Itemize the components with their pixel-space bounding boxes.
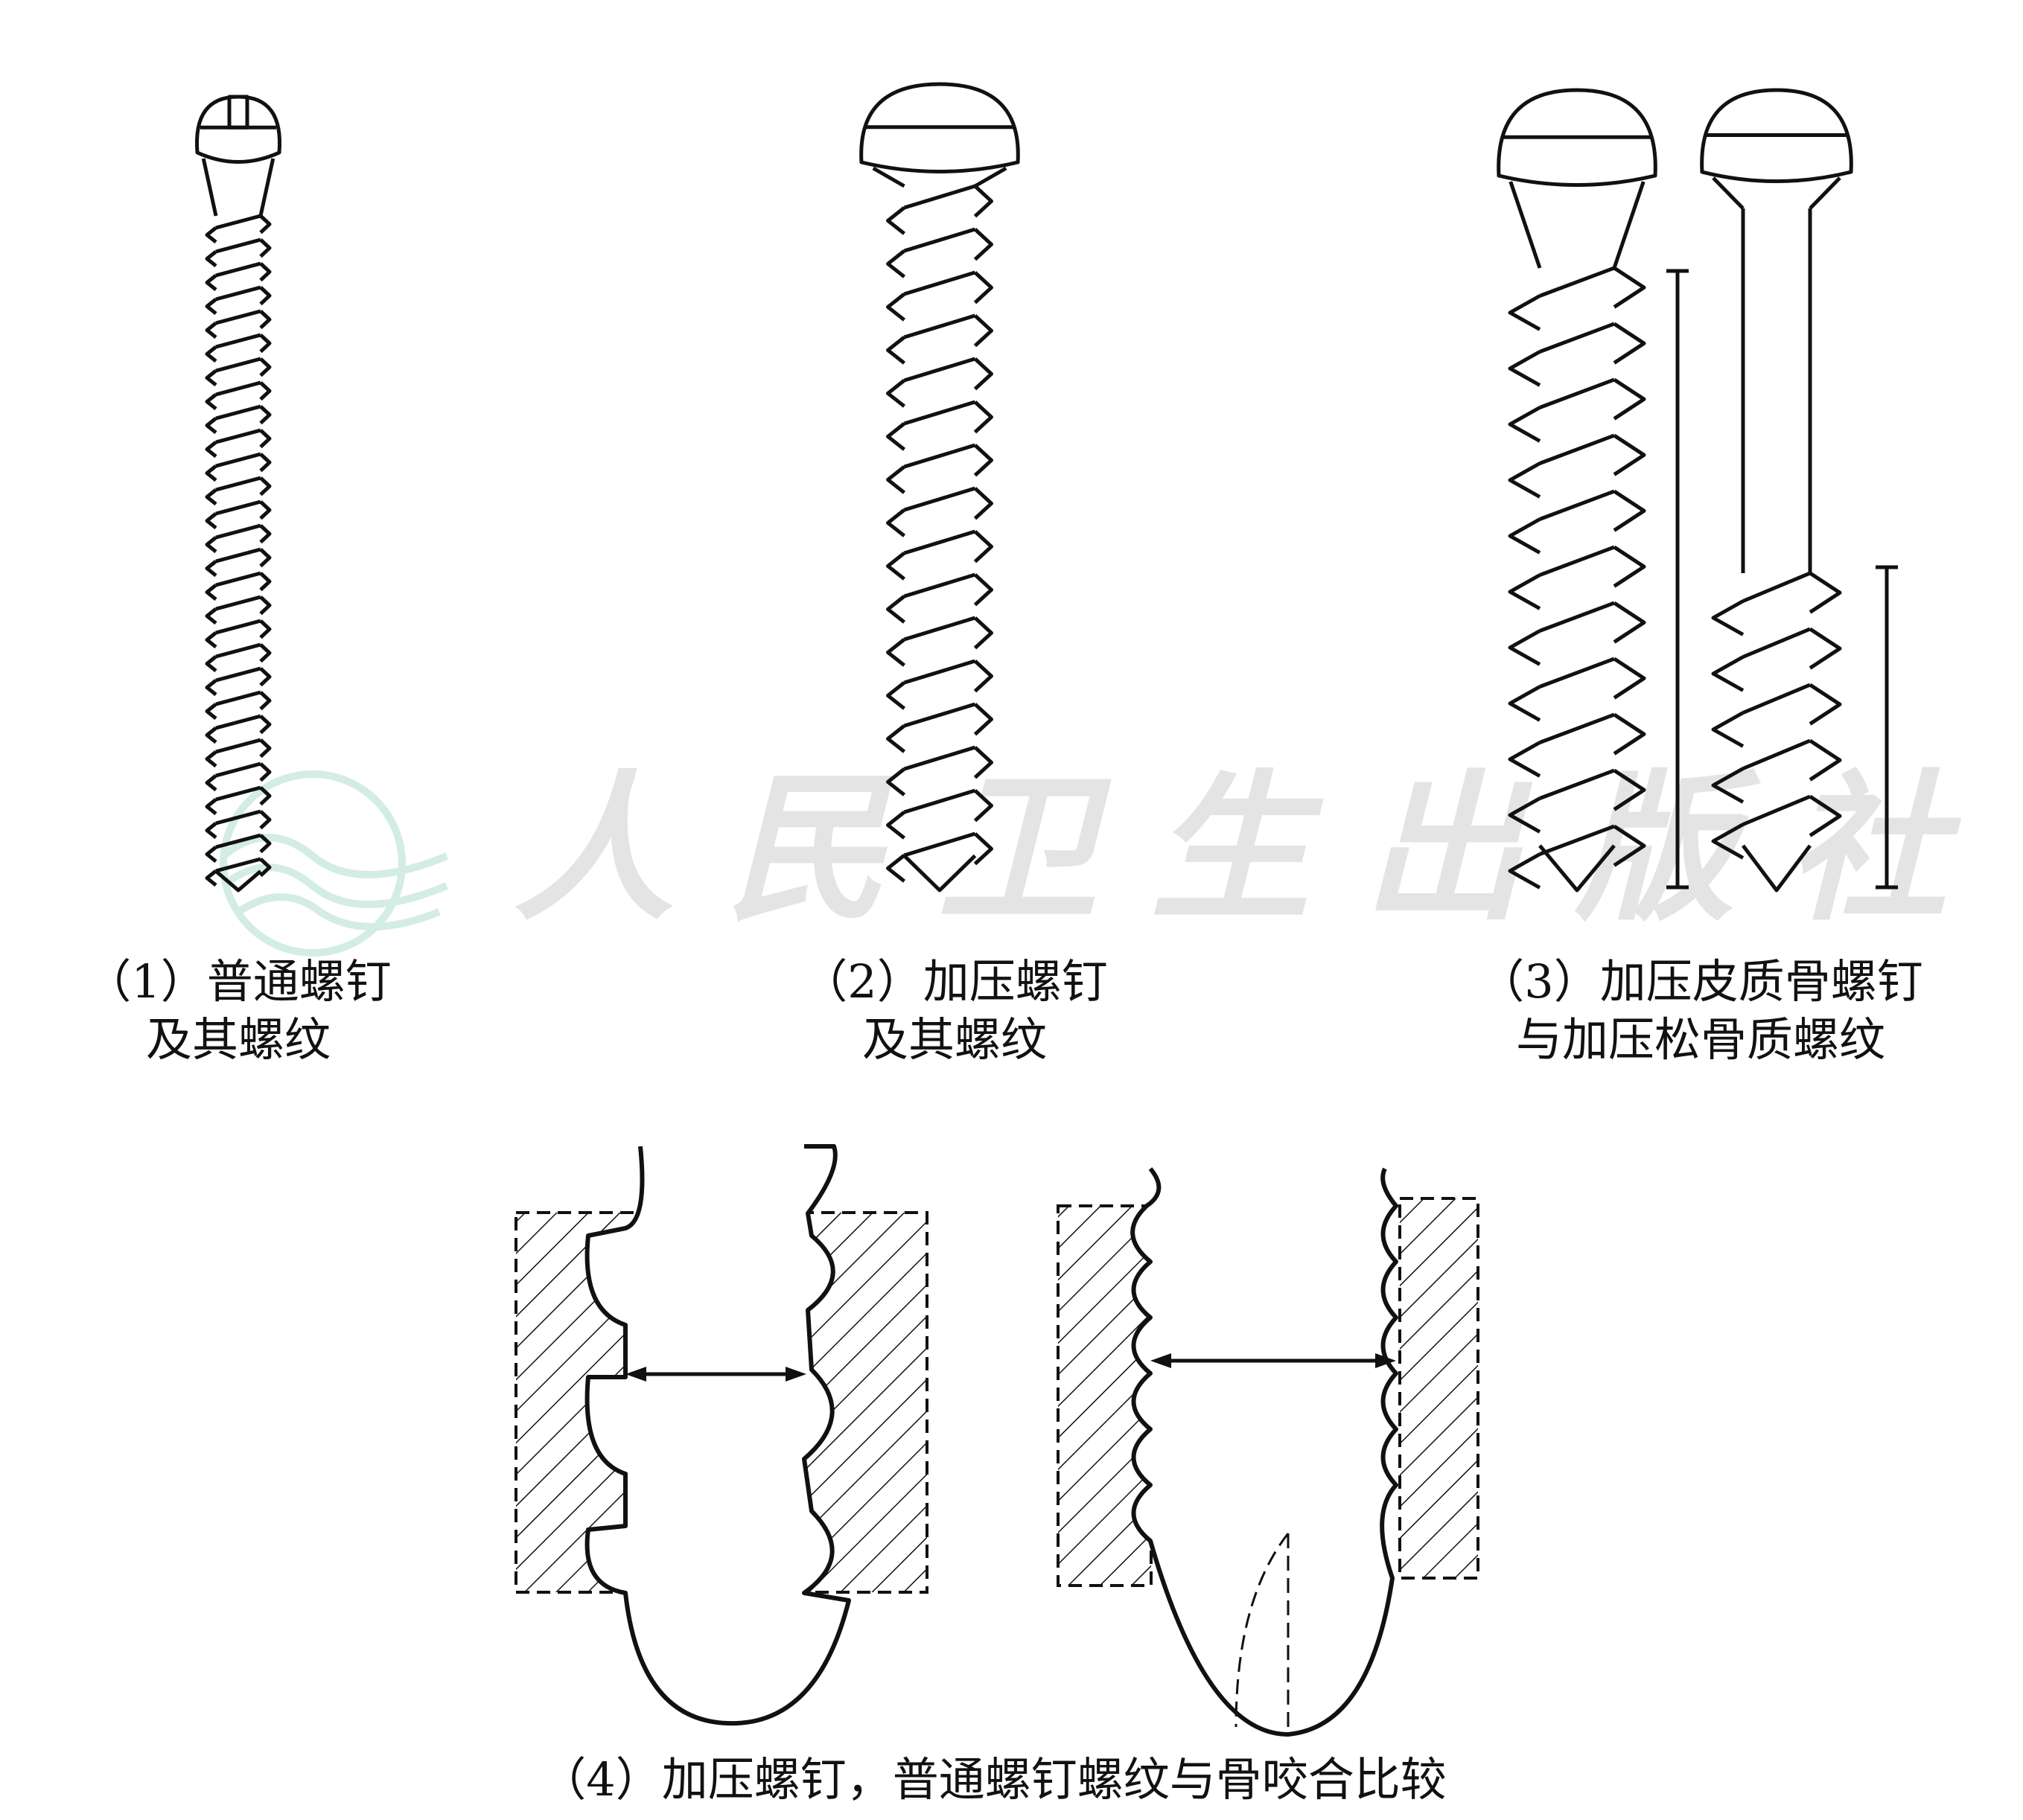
compression-screw-profile [584, 1144, 851, 1726]
screw-profile-fill [1132, 1169, 1396, 1734]
screw-neck [1712, 176, 1841, 210]
ordinary-screw-profile [1130, 1167, 1398, 1737]
screw-3a-cortical [1497, 88, 1657, 893]
screw-tip [1538, 844, 1616, 893]
screw-tip [1742, 844, 1812, 893]
caption-1: （1）普通螺钉 及其螺纹 [85, 953, 391, 1069]
bone-block [1398, 1197, 1479, 1580]
caption-2-line1: （2）加压螺钉 [801, 954, 1108, 1009]
caption-2: （2）加压螺钉 及其螺纹 [801, 953, 1107, 1069]
arrowhead-icon [625, 1367, 806, 1382]
screw-threads [205, 214, 272, 887]
caption-1-line2: 及其螺纹 [145, 1012, 331, 1067]
publisher-logo-icon [220, 770, 448, 957]
screw-neck [872, 166, 1007, 188]
caption-4: （4）加压螺钉，普通螺钉螺纹与骨咬合比较 [540, 1751, 1446, 1809]
screw-neck [1509, 181, 1646, 269]
caption-4-line1: （4）加压螺钉，普通螺钉螺纹与骨咬合比较 [540, 1752, 1447, 1807]
screw-threads [1508, 266, 1646, 890]
screw-1-ordinary [194, 95, 282, 893]
screw-head [194, 95, 282, 164]
caption-3: （3）加压皮质骨螺钉 与加压松骨质螺纹 [1478, 953, 1922, 1069]
caption-2-line2: 及其螺纹 [861, 1012, 1048, 1067]
screw-tip-dashed [1234, 1533, 1290, 1728]
screw-threads [886, 184, 993, 883]
screw-shaft [1741, 208, 1812, 573]
screw-head [1497, 88, 1657, 187]
watermark-text: 人民卫生出版社 [514, 754, 1999, 942]
screw-profile-fill [587, 1146, 849, 1724]
screw-head [859, 82, 1020, 173]
head-slot [227, 95, 249, 130]
screw-head [1700, 88, 1853, 183]
screw-tip [214, 869, 262, 893]
caption-1-line1: （1）普通螺钉 [85, 954, 392, 1009]
screw-neck [201, 158, 275, 217]
caption-3-line1: （3）加压皮质骨螺钉 [1478, 954, 1923, 1009]
screw-3b-cancellous [1700, 88, 1853, 893]
screw-threads [1711, 571, 1842, 860]
screw-tip [902, 854, 977, 893]
caption-3-line2: 与加压松骨质螺纹 [1515, 1012, 1886, 1067]
screw-2-compression [859, 82, 1020, 893]
